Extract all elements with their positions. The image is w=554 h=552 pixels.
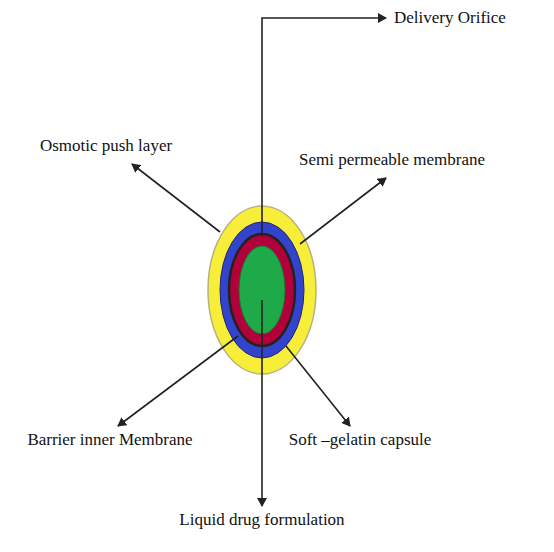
part-label: Barrier inner Membrane <box>27 430 192 450</box>
part-label: Liquid drug formulation <box>179 510 344 530</box>
part-label: Delivery Orifice <box>394 8 506 28</box>
leader-line <box>262 18 386 236</box>
leader-line <box>286 346 350 426</box>
leader-line <box>261 300 263 506</box>
leader-line <box>132 164 220 232</box>
part-label: Soft –gelatin capsule <box>289 430 432 450</box>
leader-line <box>300 178 386 244</box>
part-label: Semi permeable membrane <box>299 150 485 170</box>
part-label: Osmotic push layer <box>40 136 172 156</box>
leader-line <box>118 336 238 426</box>
